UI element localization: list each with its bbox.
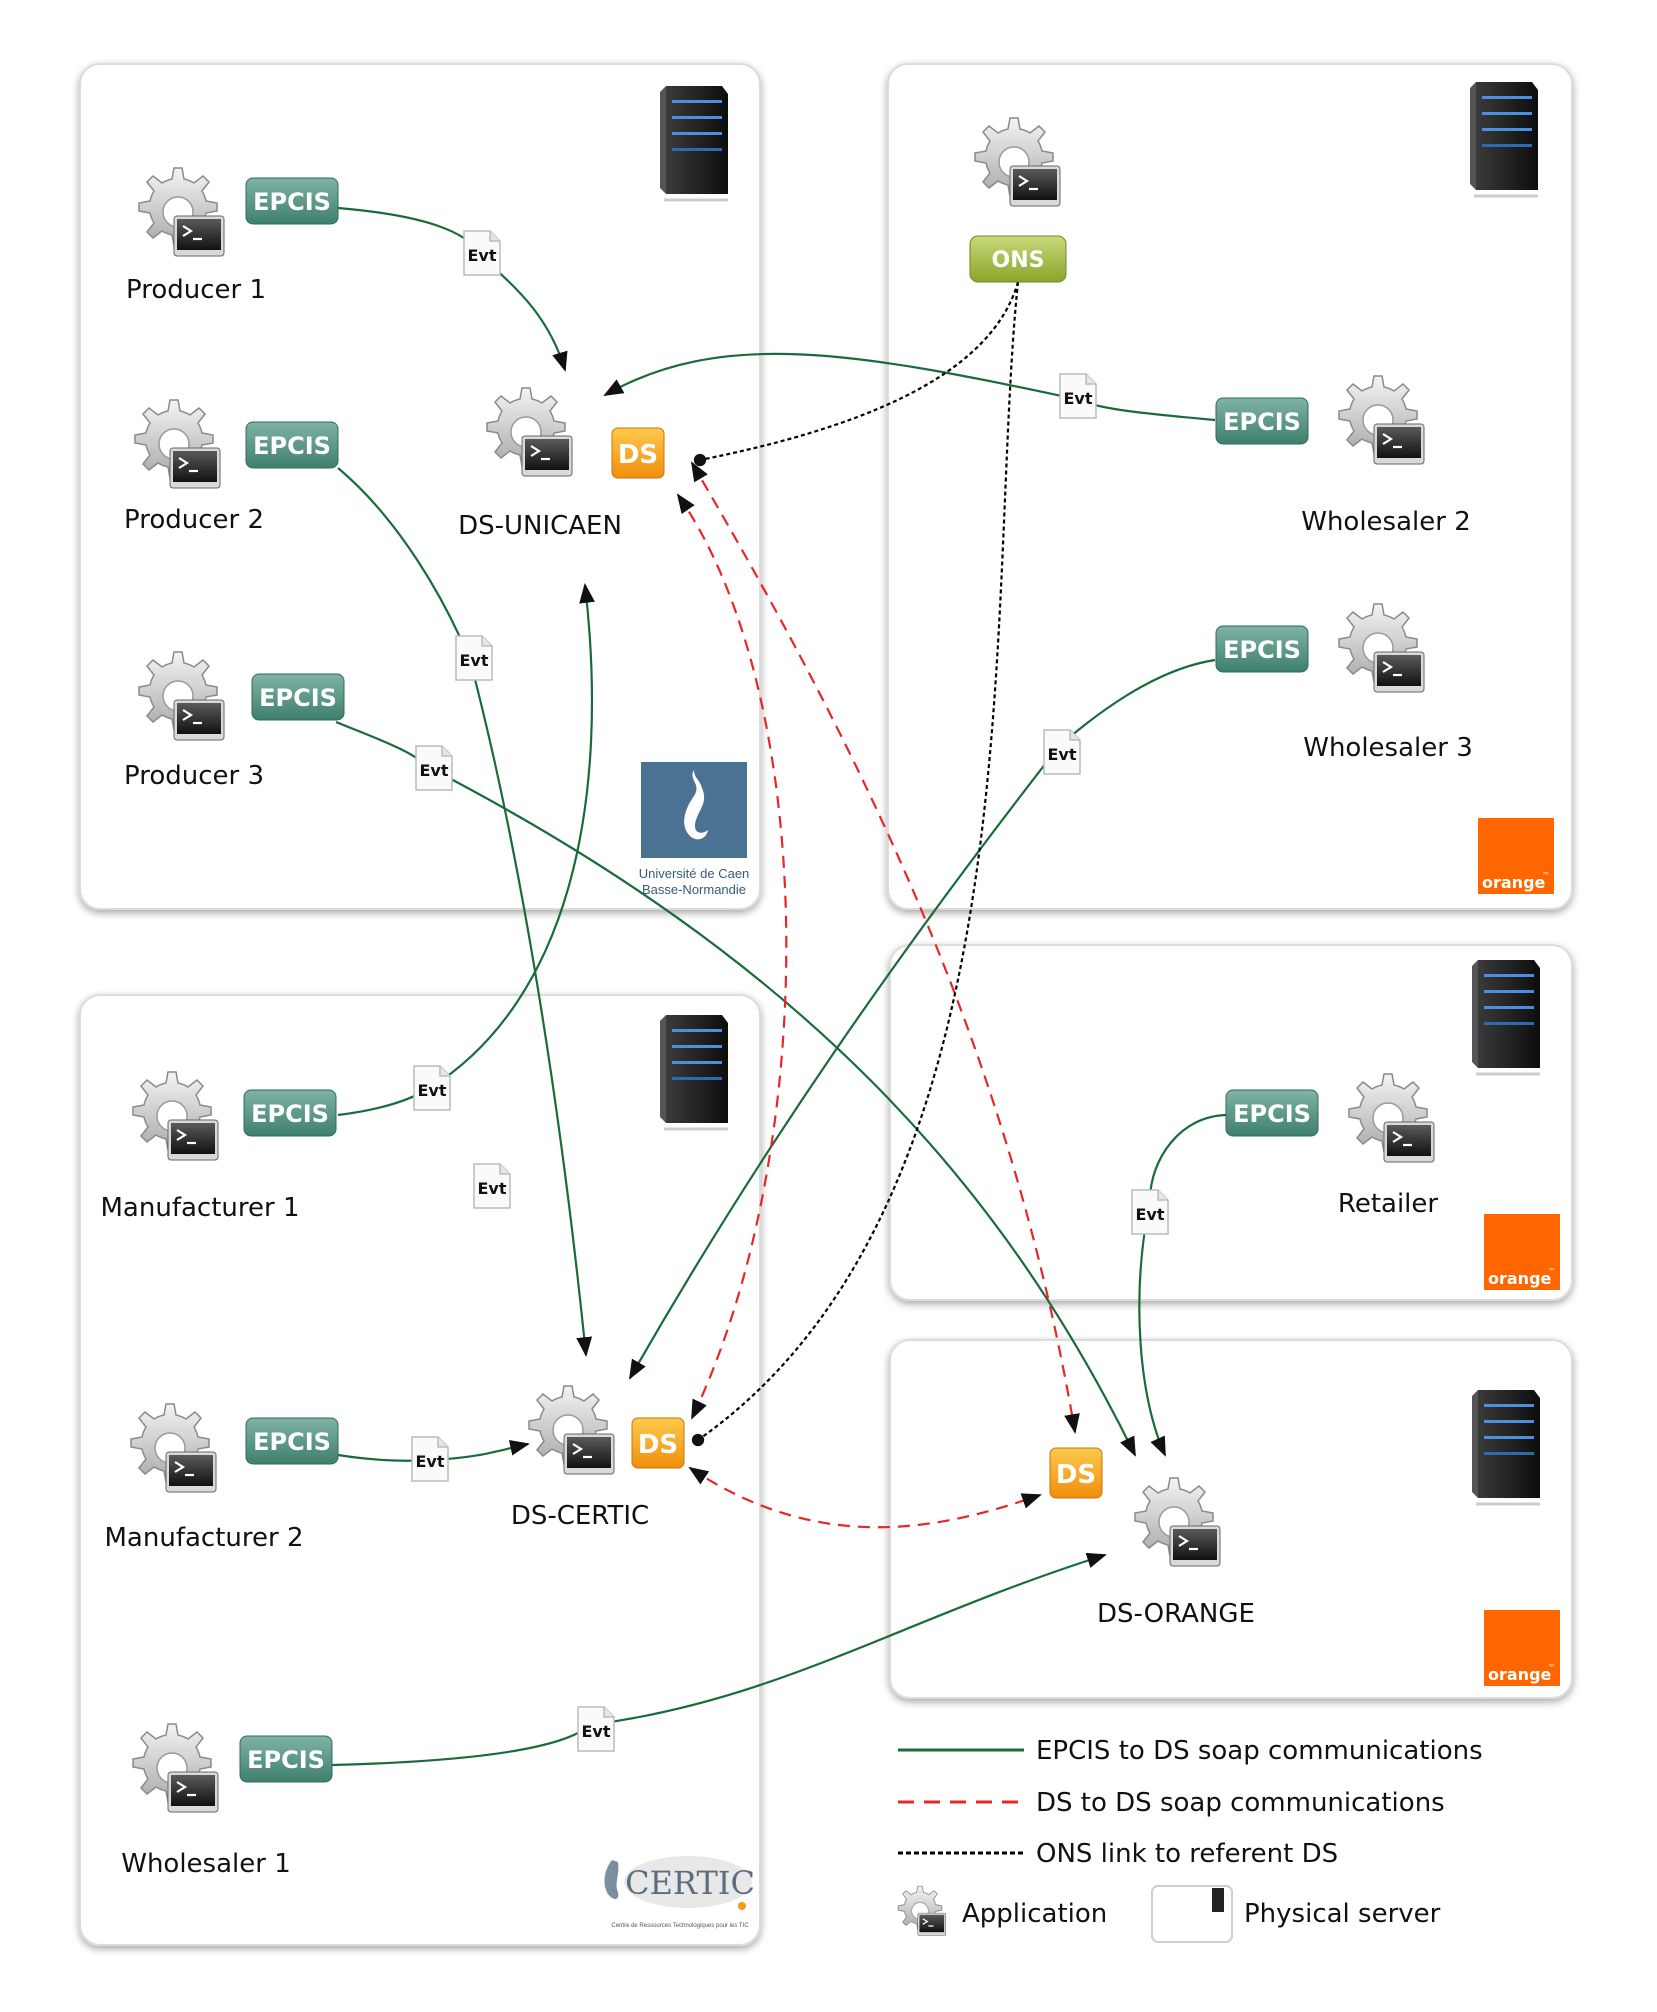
svg-text:Centre de Ressources Technolog: Centre de Ressources Technologiques pour…	[611, 1923, 749, 1929]
event-label: Evt	[581, 1722, 610, 1741]
svg-text:EPCIS: EPCIS	[253, 1428, 331, 1456]
node-label-ds-certic: DS-CERTIC	[511, 1501, 649, 1531]
epcis-badge: EPCIS	[243, 1089, 337, 1137]
svg-text:EPCIS: EPCIS	[1233, 1100, 1311, 1128]
svg-text:™: ™	[1548, 1663, 1556, 1672]
node-label-producer1: Producer 1	[126, 275, 266, 305]
epcis-badge: EPCIS	[245, 421, 339, 469]
epcis-badge: EPCIS	[1225, 1089, 1319, 1137]
node-label-manufacturer2: Manufacturer 2	[105, 1523, 304, 1553]
link-producer2-certic	[337, 467, 593, 1357]
svg-text:™: ™	[1542, 871, 1550, 880]
event-label: Evt	[1063, 389, 1092, 408]
event-label: Evt	[1047, 745, 1076, 764]
orange-logo: orange ™	[1484, 1610, 1560, 1686]
link-wholesaler2-unicaen	[603, 352, 1216, 422]
svg-text:CERTIC: CERTIC	[625, 1864, 755, 1902]
ons-badge: ONS	[969, 235, 1067, 283]
link-manufacturer1-unicaen	[337, 583, 595, 1117]
epcis-badge: EPCIS	[251, 673, 345, 721]
svg-text:EPCIS: EPCIS	[259, 684, 337, 712]
epcis-badge: EPCIS	[1215, 397, 1309, 445]
link-ons-certic	[691, 281, 1020, 1447]
event-label: Evt	[417, 1081, 446, 1100]
event-label: Evt	[459, 651, 488, 670]
legend-label-ds: DS to DS soap communications	[1036, 1788, 1445, 1818]
legend-label-application: Application	[962, 1899, 1107, 1929]
epcis-badge: EPCIS	[245, 1417, 339, 1465]
svg-text:EPCIS: EPCIS	[1223, 408, 1301, 436]
svg-text:orange: orange	[1488, 1269, 1552, 1288]
link-unicaen-orange	[690, 461, 1080, 1434]
event-docs: Evt Evt Evt Evt Evt Evt Evt Evt Evt Evt	[411, 230, 1169, 1752]
node-label-wholesaler2: Wholesaler 2	[1301, 507, 1471, 537]
node-label-retailer: Retailer	[1338, 1189, 1438, 1219]
node-label-ds-unicaen: DS-UNICAEN	[458, 511, 622, 541]
epcis-badge: EPCIS	[239, 1735, 333, 1783]
unicaen-logo: Université de Caen Basse-Normandie	[639, 762, 750, 897]
svg-text:Université de Caen: Université de Caen	[639, 866, 750, 881]
certic-logo: CERTIC Centre de Ressources Technologiqu…	[604, 1856, 755, 1929]
epcis-badge: EPCIS	[1215, 625, 1309, 673]
ds-badge: DS	[611, 427, 665, 479]
event-label: Evt	[419, 761, 448, 780]
event-label: Evt	[477, 1179, 506, 1198]
node-label-wholesaler1: Wholesaler 1	[121, 1849, 291, 1879]
server-icon	[1470, 1388, 1542, 1506]
svg-text:DS: DS	[1056, 1460, 1096, 1490]
link-wholesaler1-dsorange	[331, 1552, 1107, 1767]
legend: EPCIS to DS soap communications DS to DS…	[897, 1736, 1483, 1943]
node-label-producer3: Producer 3	[124, 761, 264, 791]
svg-text:orange: orange	[1482, 873, 1546, 892]
panel-orange-top	[887, 63, 1573, 910]
svg-text:DS: DS	[618, 440, 658, 470]
epcis-badge: EPCIS	[245, 177, 339, 225]
server-icon	[1468, 80, 1540, 198]
ds-badge: DS	[631, 1417, 685, 1469]
node-label-producer2: Producer 2	[124, 505, 264, 535]
node-label-manufacturer1: Manufacturer 1	[101, 1193, 300, 1223]
svg-text:orange: orange	[1488, 1665, 1552, 1684]
svg-text:Basse-Normandie: Basse-Normandie	[642, 882, 746, 897]
svg-text:EPCIS: EPCIS	[251, 1100, 329, 1128]
event-label: Evt	[415, 1452, 444, 1471]
panel-orange-ds	[889, 1339, 1573, 1699]
svg-text:EPCIS: EPCIS	[1223, 636, 1301, 664]
event-label: Evt	[467, 246, 496, 265]
server-icon	[1212, 1888, 1224, 1912]
node-label-wholesaler3: Wholesaler 3	[1303, 733, 1473, 763]
svg-text:EPCIS: EPCIS	[253, 188, 331, 216]
node-label-ds-orange: DS-ORANGE	[1097, 1599, 1255, 1629]
orange-logo: orange ™	[1478, 818, 1554, 894]
server-icon	[658, 84, 730, 202]
legend-label-epcis: EPCIS to DS soap communications	[1036, 1736, 1483, 1766]
svg-text:ONS: ONS	[992, 248, 1045, 273]
ds-badge: DS	[1049, 1447, 1103, 1499]
legend-label-server: Physical server	[1244, 1899, 1441, 1929]
server-icon	[1470, 958, 1542, 1076]
server-icon	[658, 1013, 730, 1131]
svg-text:DS: DS	[638, 1430, 678, 1460]
event-label: Evt	[1135, 1205, 1164, 1224]
application-icon	[897, 1885, 947, 1937]
svg-text:™: ™	[1548, 1267, 1556, 1276]
orange-logo: orange ™	[1484, 1214, 1560, 1290]
link-certic-orange	[688, 1466, 1042, 1529]
svg-text:EPCIS: EPCIS	[253, 432, 331, 460]
svg-text:EPCIS: EPCIS	[247, 1746, 325, 1774]
legend-label-ons: ONS link to referent DS	[1036, 1839, 1338, 1869]
